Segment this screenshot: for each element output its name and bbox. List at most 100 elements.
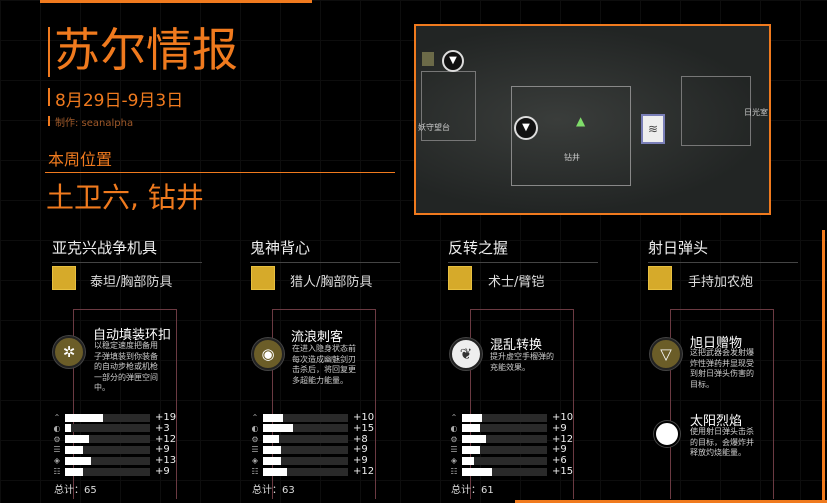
- stat-discipline: ☰+9: [250, 444, 367, 455]
- stat-resilience: ◐ +15: [250, 422, 375, 434]
- map-label-watchtower: 妖守望台: [418, 123, 450, 132]
- stat-bar-fill: [263, 424, 294, 433]
- stat-mobility: ⌃ +10: [449, 412, 573, 423]
- date-range: 8月29日-9月3日: [55, 91, 184, 111]
- perk-desc: 使用射日弹头击杀的目标，会爆炸并释放灼烧能量。: [690, 427, 754, 457]
- stat-total: 总计：61: [451, 485, 494, 496]
- stat-bar: [462, 435, 547, 444]
- hand-cannon-icon[interactable]: [648, 266, 672, 290]
- stat-bar-fill: [65, 424, 72, 433]
- map-outline: [681, 76, 751, 146]
- stat-bar: [462, 424, 547, 433]
- top-accent-line: [40, 0, 312, 3]
- perk-name: 旭日赠物: [690, 336, 743, 351]
- stat-bar: [263, 424, 348, 433]
- location-name: 土卫六, 钻井: [46, 181, 204, 214]
- stat-strength: ☷+9: [52, 466, 170, 477]
- stat-value: +3: [155, 422, 170, 434]
- strength-icon: ☷: [251, 467, 259, 476]
- location-label: 本周位置: [48, 150, 113, 169]
- recovery-icon: ⚙: [251, 434, 259, 444]
- stat-value: +19: [155, 412, 177, 423]
- perk-frame: [470, 309, 574, 499]
- waypoint-icon[interactable]: ▼: [442, 50, 464, 72]
- stat-bar: [263, 456, 348, 465]
- sun-gift-icon: ▽: [650, 338, 682, 370]
- resilience-icon: ◐: [53, 423, 61, 433]
- stat-bar-fill: [263, 445, 282, 454]
- perk-frame: [670, 309, 774, 499]
- recovery-icon: ⚙: [53, 434, 61, 444]
- stat-bar: [462, 445, 547, 454]
- item-name: 鬼神背心: [250, 237, 400, 263]
- stat-value: +9: [552, 444, 567, 456]
- stat-total: 总计：65: [54, 485, 97, 496]
- perk-frame: [272, 309, 376, 499]
- map-outline: [421, 71, 476, 141]
- mobility-icon: ⌃: [53, 413, 61, 422]
- map-label-solarium: 日光室: [744, 108, 768, 117]
- stat-value: +10: [552, 412, 574, 423]
- stat-total: 总计：63: [252, 485, 295, 496]
- stat-intellect: ◈ +6: [449, 455, 567, 466]
- stat-bar: [65, 413, 150, 422]
- stat-value: +12: [552, 433, 574, 445]
- wanderer-icon: ◉: [252, 338, 284, 370]
- stat-intellect: ◈+13: [52, 455, 176, 466]
- auto-loading-icon: ✲: [53, 336, 85, 368]
- item-type: 泰坦/胸部防具: [90, 275, 173, 290]
- title-bar: [48, 27, 50, 77]
- bounty-icon[interactable]: [422, 52, 434, 66]
- stat-bar-fill: [462, 413, 483, 422]
- stat-strength: ☷ +12: [250, 466, 374, 477]
- stat-value: +6: [552, 455, 567, 467]
- stat-bar: [65, 435, 150, 444]
- stat-value: +9: [155, 466, 170, 477]
- discipline-icon: ☰: [53, 445, 61, 455]
- gauntlet-icon[interactable]: [448, 266, 472, 290]
- stat-bar-fill: [65, 456, 92, 465]
- stat-value: +15: [353, 422, 375, 434]
- perk-desc: 在进入隐身状态前每次造成幽魅剑刃击杀后，将回复更多超能力能量。: [292, 344, 356, 385]
- mobility-icon: ⌃: [450, 413, 458, 422]
- stat-bar-fill: [65, 445, 84, 454]
- stat-bar-fill: [462, 456, 475, 465]
- map-label-drill: 钻井: [564, 153, 580, 162]
- stat-bar: [65, 467, 150, 476]
- armor-icon[interactable]: [251, 266, 275, 290]
- discipline-icon: ☰: [251, 445, 259, 455]
- divider: [45, 172, 395, 173]
- stat-bar: [462, 467, 547, 476]
- stat-bar: [65, 445, 150, 454]
- stat-bar-fill: [263, 435, 280, 444]
- stat-value: +9: [552, 422, 567, 434]
- item-name: 射日弹头: [648, 237, 798, 263]
- stat-bar: [462, 456, 547, 465]
- stat-strength: ☷+15: [449, 466, 573, 477]
- stat-value: +12: [353, 466, 375, 477]
- stat-bar: [65, 424, 150, 433]
- item-type: 手持加农炮: [688, 275, 754, 290]
- waypoint-icon[interactable]: ▼: [514, 116, 538, 140]
- stat-recovery: ⚙+12: [52, 434, 176, 445]
- chaos-icon: ❦: [450, 338, 482, 370]
- armor-icon[interactable]: [52, 266, 76, 290]
- stat-bar: [263, 467, 348, 476]
- intellect-icon: ◈: [251, 456, 259, 466]
- perk-name: 自动填装环扣: [93, 328, 172, 343]
- stat-resilience: ◐ +3: [52, 423, 170, 434]
- perk-name: 流浪刺客: [291, 330, 344, 345]
- resilience-icon: ◐: [251, 423, 259, 433]
- perk-name: 太阳烈焰: [690, 414, 743, 429]
- stat-value: +9: [353, 455, 368, 467]
- stat-bar-fill: [263, 413, 284, 422]
- stat-discipline: ☰+9: [52, 444, 169, 455]
- intellect-icon: ◈: [450, 456, 458, 466]
- item-name: 反转之握: [448, 237, 598, 263]
- stat-discipline: ☰+9: [449, 444, 567, 456]
- solar-flare-icon: [654, 421, 680, 447]
- perk-desc: 提升虚空手榴弹的充能效果。: [490, 352, 554, 372]
- bottom-accent-line: [515, 500, 827, 503]
- vanguard-banner-icon[interactable]: ≋: [641, 114, 665, 144]
- stat-recovery: ⚙+8: [250, 434, 367, 445]
